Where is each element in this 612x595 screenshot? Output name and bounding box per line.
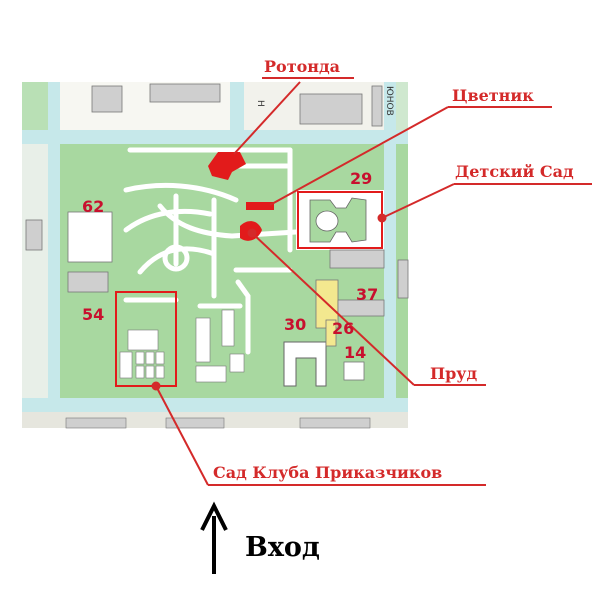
building-29-annex [329,249,385,269]
number-14: 14 [344,343,366,362]
bottom-building-2 [165,417,225,429]
label-entry: Вход [245,532,320,563]
bottom-building-3 [299,417,371,429]
label-sad-kluba: Сад Клуба Приказчиков [213,463,442,482]
building-37 [337,299,385,317]
number-62: 62 [82,197,104,216]
park-paths [123,147,299,355]
building-14 [343,361,365,381]
park-small-structures [195,309,245,383]
building-54-top [67,271,109,293]
street-horizontal-bottom [22,398,408,412]
sad-kluba-outline[interactable] [115,291,177,387]
path-roundabout [162,244,190,272]
leader-tsvetnik [269,106,449,206]
building-top-2 [149,83,221,103]
top-left-block [22,82,48,130]
dot-sad-kluba [151,381,161,391]
number-54: 54 [82,305,104,324]
leader-prud [251,232,415,386]
kindergarten-court [315,210,339,232]
label-tsvetnik: Цветник [452,86,534,105]
street-horizontal-top [22,130,408,144]
street-label-top-left: Н [255,100,265,107]
label-rotonda: Ротонда [264,57,340,76]
building-top-3 [299,93,363,125]
dot-detsky-sad [377,213,387,223]
building-right-edge [397,259,409,299]
leader-detsky-sad [381,183,455,219]
label-detsky-sad: Детский Сад [455,162,574,181]
map-base: Н ЮНОВ [22,82,409,429]
street-vertical-top [230,82,244,142]
building-top-4 [371,85,383,127]
number-29: 29 [350,169,372,188]
building-30 [283,341,327,387]
sad-kluba-grid [119,329,165,379]
label-prud: Пруд [430,364,478,383]
number-37: 37 [356,285,378,304]
feature-labels: Ротонда Цветник Детский Сад Пруд Сад Клу… [213,57,574,482]
building-top-1 [91,85,123,113]
entry-indicator: Вход [200,501,320,574]
building-62 [67,211,113,263]
tsvetnik-marker[interactable] [246,202,274,210]
left-edge-block [22,144,48,398]
up-arrow-icon [200,501,228,531]
top-right-block [396,82,408,130]
number-26: 26 [332,319,354,338]
bottom-building-1 [65,417,127,429]
leader-lines [151,77,592,486]
left-park-strip [60,144,116,398]
leader-sad-kluba [155,385,209,486]
rotonda-marker[interactable] [208,152,246,180]
street-vertical-right [384,82,396,412]
building-26 [325,319,337,347]
building-numbers: 62 29 54 37 30 26 14 [82,169,378,362]
building-left-edge [25,219,43,251]
leader-rotonda [233,81,301,155]
street-label-top-right: ЮНОВ [384,86,394,116]
street-vertical-left [48,82,60,428]
number-30: 30 [284,315,306,334]
dot-prud [247,228,257,238]
